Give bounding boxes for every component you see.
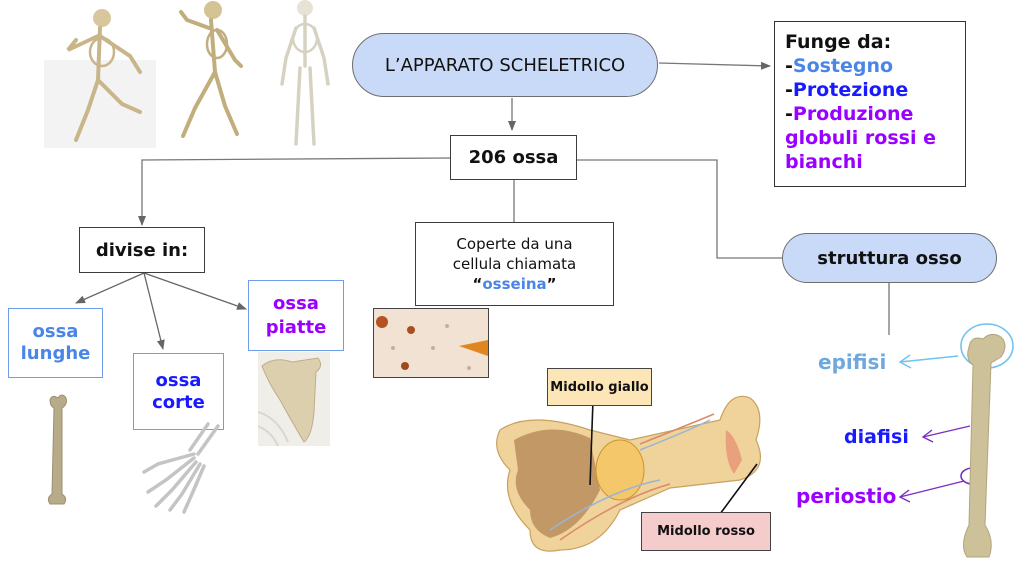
short-bones-node[interactable]: ossa corte — [133, 353, 224, 430]
link-206-struttura — [577, 159, 782, 259]
yellow-marrow-label[interactable]: Midollo giallo — [547, 368, 652, 406]
function-item: -Produzione — [785, 103, 914, 125]
link-divise-piatte — [143, 272, 247, 310]
scapula-image — [258, 352, 330, 446]
red-marrow-label[interactable]: Midollo rosso — [641, 512, 771, 551]
epifisi-label: epifisi — [818, 350, 887, 374]
diafisi-arrow — [922, 425, 971, 438]
functions-box[interactable]: Funge da: -Sostegno -Protezione -Produzi… — [774, 21, 966, 187]
walking-skeleton-image — [179, 1, 243, 138]
structure-node[interactable]: struttura osso — [782, 233, 997, 283]
running-skeleton-image — [44, 9, 156, 148]
structure-heading: struttura osso — [817, 247, 962, 269]
function-item: -Sostegno — [785, 55, 894, 77]
title-node[interactable]: L’APPARATO SCHELETRICO — [352, 33, 658, 97]
link-206-divise — [138, 157, 451, 226]
diafisi-label: diafisi — [844, 426, 909, 448]
osseina-microscopy-image — [373, 308, 489, 378]
function-continuation-2: bianchi — [785, 151, 863, 173]
function-continuation-1: globuli rossi e — [785, 127, 936, 149]
bones-count-node[interactable]: 206 ossa — [450, 135, 577, 180]
periostio-arrow — [899, 480, 965, 498]
functions-heading: Funge da: — [785, 31, 892, 53]
title-text: L’APPARATO SCHELETRICO — [384, 54, 626, 76]
flat-bones-node[interactable]: ossa piatte — [248, 280, 344, 351]
epifisi-arrow — [899, 355, 959, 363]
periostio-label: periostio — [796, 484, 897, 508]
bone-cross-section-image — [496, 395, 761, 552]
femur-large-image — [963, 333, 1006, 558]
hand-bones-image — [142, 422, 220, 514]
osseina-term: osseina — [482, 275, 547, 293]
long-bones-node[interactable]: ossa lunghe — [8, 308, 103, 378]
link-divise-corte — [143, 272, 165, 350]
function-sostegno: Sostegno — [792, 55, 894, 77]
divisions-heading: divise in: — [95, 239, 189, 261]
link-title-funge — [658, 61, 771, 70]
femur-small-image — [47, 394, 67, 505]
function-item: -Protezione — [785, 79, 909, 101]
function-produzione: Produzione — [792, 103, 914, 125]
cell-note-node[interactable]: Coperte da una cellula chiamata “osseina… — [415, 222, 614, 306]
standing-skeleton-image — [280, 0, 330, 146]
function-protezione: Protezione — [792, 79, 909, 101]
link-divise-lunghe — [75, 272, 145, 304]
bones-count-text: 206 ossa — [468, 147, 559, 168]
divisions-node[interactable]: divise in: — [79, 227, 205, 273]
